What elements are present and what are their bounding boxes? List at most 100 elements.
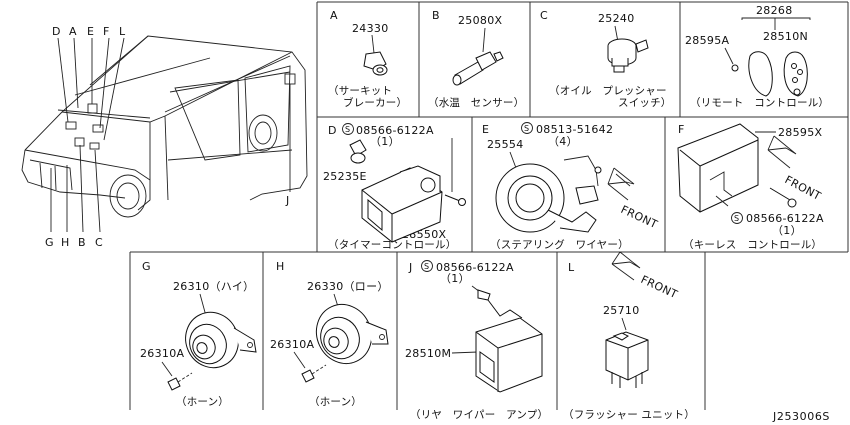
part-number: 24330 [352, 22, 389, 35]
panel-grid [129, 1, 849, 410]
steering-wire-part [495, 155, 602, 233]
callout-F: F [103, 25, 109, 38]
section-letter: A [330, 9, 338, 22]
front-arrow [607, 167, 635, 201]
caption-line-1: （サーキット [328, 85, 392, 97]
section-letter: L [568, 261, 575, 274]
section-letter: F [678, 123, 684, 136]
part-number-1: 25554 [487, 138, 524, 151]
screw-symbol [342, 123, 354, 135]
section-letter: C [540, 9, 548, 22]
screw-symbol [421, 260, 433, 272]
caption-line-1: （ホーン） [176, 396, 229, 408]
caption-line-1: （オイル プレッシャー [549, 85, 667, 97]
water-temp-sensor-part [452, 51, 504, 86]
bolt-part-number: 08513-51642 [536, 123, 613, 136]
bolt-quantity: （1） [772, 224, 802, 237]
caption-line-1: （フラッシャー ユニット） [563, 409, 695, 421]
circuit-breaker-part [363, 51, 388, 76]
section-C: C 25240 （オイル プレッシャー スイッチ） [540, 9, 672, 109]
callout-C: C [95, 236, 103, 249]
caption-line-1: （リモート コントロール） [690, 97, 829, 109]
front-arrow [767, 135, 797, 169]
section-J: J S 08566-6122A （1） 28510M （リヤ ワイパー アンプ） [405, 260, 548, 421]
caption-line-2: スイッチ） [618, 97, 672, 109]
section-E: E S 08513-51642 （4） 25554 FRONT （ステアリング … [482, 122, 660, 251]
leader-line [371, 34, 375, 54]
section-G: G 26310（ハイ） 26310A （ホーン） [140, 260, 257, 408]
caption-line-1: （リヤ ワイパー アンプ） [410, 409, 548, 421]
part-number-1: 26310（ハイ） [173, 280, 254, 293]
part-number-2: 26310A [140, 347, 184, 360]
leader-line [509, 151, 517, 169]
vehicle-body [21, 35, 308, 218]
section-letter: H [276, 260, 284, 273]
section-letter: D [328, 124, 336, 137]
caption-line-1: （タイマーコントロール） [328, 239, 456, 251]
keyless-control-part [677, 123, 797, 213]
horn-high-part [167, 311, 257, 391]
part-number-1: 26330（ロー） [307, 280, 389, 293]
part-number-top: 28268 [756, 4, 793, 17]
part-number-1: 28510M [405, 347, 451, 360]
horn-low-part [301, 304, 389, 383]
timer-control-part [349, 139, 466, 243]
screw-symbol [731, 212, 743, 224]
caption-line-1: （ステアリング ワイヤー） [490, 238, 629, 251]
callout-H: H [61, 236, 69, 249]
part-number: 25080X [458, 14, 502, 27]
flasher-unit-part [605, 331, 649, 388]
bolt-part-number: 08566-6122A [356, 124, 434, 137]
vehicle-leader-lines [50, 37, 291, 233]
bolt-part-number: 08566-6122A [436, 261, 514, 274]
callout-A: A [69, 25, 77, 38]
caption-line-1: （水温 センサー） [428, 97, 524, 109]
caption-line-1: （キーレス コントロール） [683, 239, 822, 251]
leader-line [482, 27, 486, 53]
callout-E: E [87, 25, 94, 38]
leader-line [621, 317, 627, 331]
section-letter: G [142, 260, 151, 273]
section-letter: B [432, 9, 440, 22]
screw-symbol-s: S [734, 214, 739, 223]
oil-pressure-switch-part [607, 38, 649, 73]
leader-line-2 [293, 351, 306, 369]
screw-symbol-s: S [345, 125, 350, 134]
remote-keyfob-part [731, 51, 808, 97]
vehicle-illustration: D A E F L G H B C J [21, 25, 308, 249]
callout-J: J [285, 194, 289, 207]
leader-line [724, 47, 734, 65]
section-B: B 25080X （水温 センサー） [428, 9, 524, 109]
screw-symbol-s: S [424, 262, 429, 271]
leader-line-1 [199, 293, 207, 317]
section-D: D S 08566-6122A （1） 25235E 28550X （タイマーコ… [323, 123, 466, 251]
callout-D: D [52, 25, 60, 38]
part-number-1: 28595X [778, 126, 822, 139]
callout-G: G [45, 236, 54, 249]
part-number-1: 25235E [323, 170, 367, 183]
rear-wiper-amp-part [475, 289, 543, 393]
leader-line-2 [451, 351, 479, 354]
callout-L: L [119, 25, 126, 38]
section-H: H 26330（ロー） 26310A （ホーン） [270, 260, 389, 408]
section-letter: J [408, 261, 412, 274]
screw-symbol-s: S [524, 124, 529, 133]
diagram-reference-code: J253006S [772, 410, 830, 423]
front-arrow [611, 251, 641, 281]
part-number-left: 28595A [685, 34, 729, 47]
bolt-quantity: （1） [440, 272, 470, 285]
part-number-2: 26310A [270, 338, 314, 351]
caption-line-1: （ホーン） [309, 396, 362, 408]
section-A: A 24330 （サーキット ブレーカー） [328, 9, 407, 109]
screw-symbol [521, 122, 533, 134]
part-number-right: 28510N [763, 30, 808, 43]
leader-line-2 [161, 361, 173, 377]
bolt-quantity: （1） [370, 135, 400, 148]
bolt-part-number: 08566-6122A [746, 212, 824, 225]
section-letter: E [482, 123, 489, 136]
part-number-1: 25710 [603, 304, 640, 317]
bolt-quantity: （4） [548, 135, 578, 148]
part-number: 25240 [598, 12, 635, 25]
callout-B: B [78, 236, 86, 249]
